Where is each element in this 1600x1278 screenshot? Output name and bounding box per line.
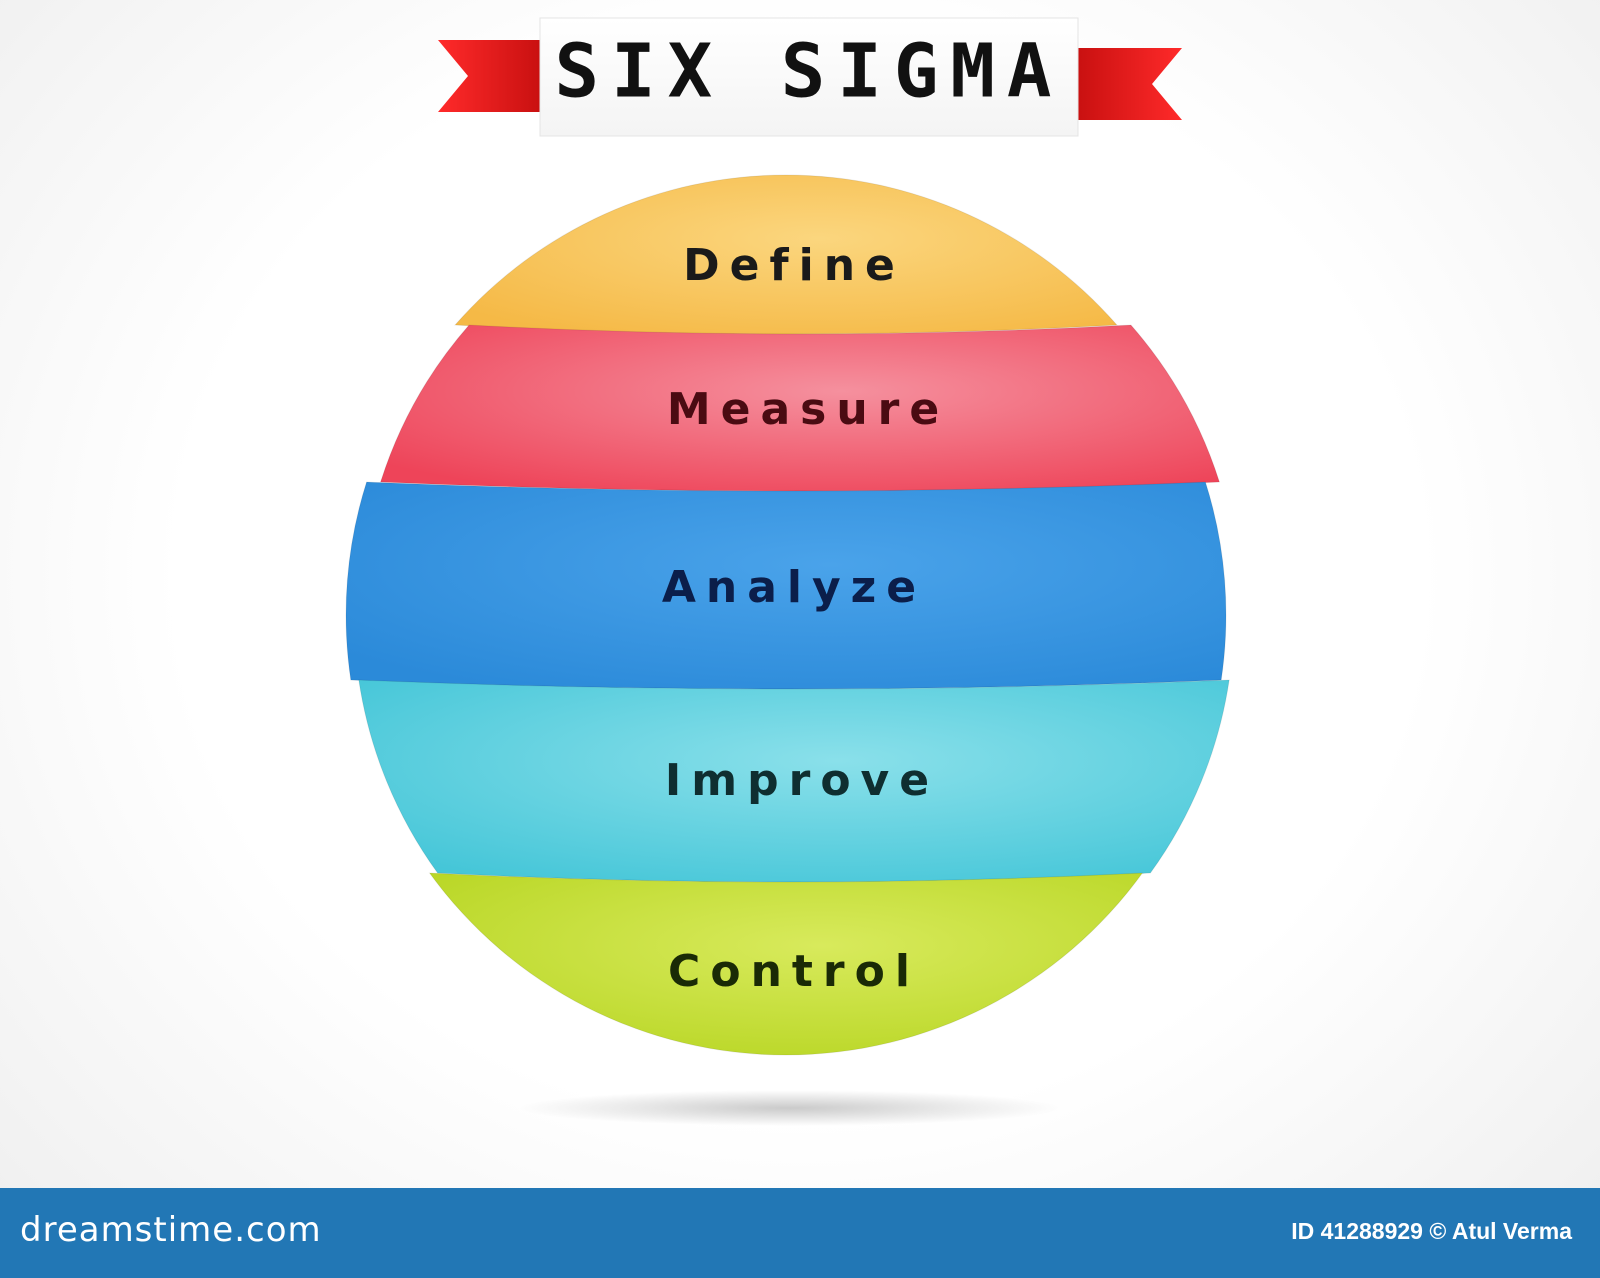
step-band-improve: Improve: [358, 679, 1230, 883]
step-band-shape-analyze: [345, 481, 1227, 690]
step-band-analyze: Analyze: [345, 481, 1227, 690]
six-sigma-diagram: SIX SIGMA DefineMeasureAnalyzeImproveCon…: [345, 17, 1230, 1126]
ground-shadow: [520, 1090, 1060, 1126]
step-label-control: Control: [668, 946, 920, 997]
ribbon-left: [438, 40, 542, 112]
step-band-measure: Measure: [379, 324, 1221, 492]
step-label-improve: Improve: [665, 755, 939, 806]
step-band-shape-control: [428, 872, 1144, 1056]
step-label-analyze: Analyze: [662, 562, 926, 613]
ribbon-right: [1076, 48, 1182, 120]
title-box: [539, 17, 1079, 137]
step-label-define: Define: [683, 240, 905, 291]
step-band-control: Control: [428, 872, 1144, 1056]
step-band-define: Define: [454, 174, 1118, 335]
footer-credit: ID 41288929 © Atul Verma: [1291, 1218, 1572, 1244]
footer-brand[interactable]: dreamstime.com: [20, 1210, 322, 1250]
step-label-measure: Measure: [667, 384, 949, 435]
step-band-shape-improve: [358, 679, 1230, 883]
title-banner: SIX SIGMA: [438, 17, 1182, 137]
footer-bar: dreamstime.com ID 41288929 © Atul Verma: [0, 1188, 1600, 1278]
diagram-title: SIX SIGMA: [555, 29, 1064, 115]
